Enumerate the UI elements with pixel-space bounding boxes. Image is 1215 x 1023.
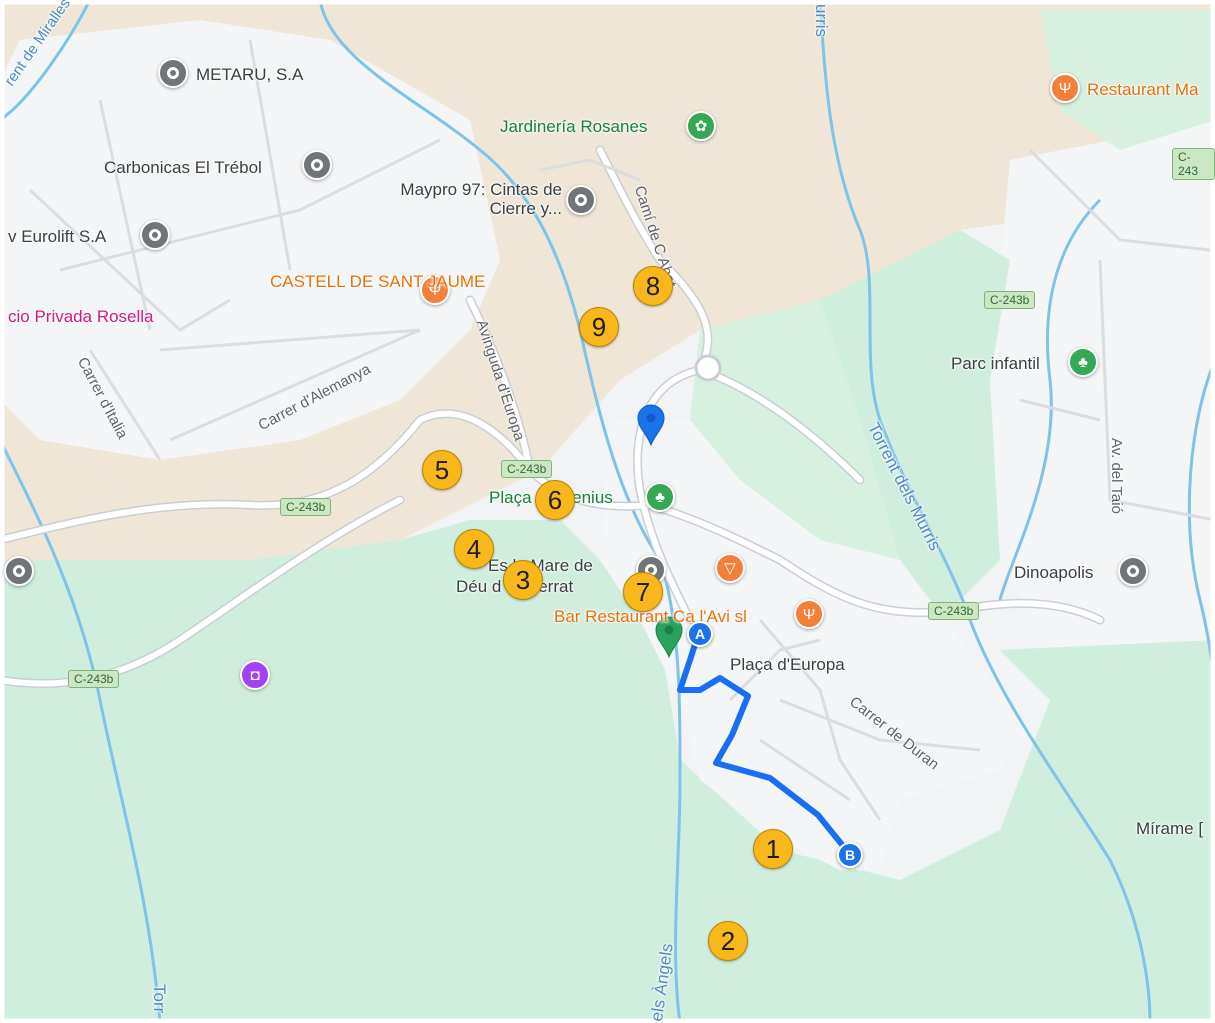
- road-shield: C-243: [1172, 148, 1215, 180]
- place-label: Dinoapolis: [1014, 563, 1094, 582]
- place-label: v Eurolift S.A: [8, 227, 107, 246]
- marker-8[interactable]: 8: [633, 266, 673, 306]
- marker-1[interactable]: 1: [753, 829, 793, 869]
- tree-icon[interactable]: ♣: [1068, 347, 1098, 377]
- route-start-marker[interactable]: A: [687, 621, 713, 647]
- place-icon-carbonicas[interactable]: [302, 150, 332, 180]
- place-icon-eurolift[interactable]: [140, 220, 170, 250]
- flower-icon[interactable]: ✿: [686, 111, 716, 141]
- restaurant-icon-castell[interactable]: Ψ: [420, 275, 450, 305]
- place-label: Bar Restaurant Ca l'Avi sl: [554, 607, 747, 626]
- restaurant-icon-bar[interactable]: Ψ: [794, 599, 824, 629]
- camera-icon[interactable]: ◘: [240, 660, 270, 690]
- place-label: CASTELL DE SANT JAUME: [270, 272, 486, 291]
- marker-2[interactable]: 2: [708, 921, 748, 961]
- blue-location-pin-icon[interactable]: [636, 404, 666, 446]
- marker-6[interactable]: 6: [535, 480, 575, 520]
- place-label: Jardinería Rosanes: [500, 117, 648, 136]
- bar-icon[interactable]: ▽: [715, 553, 745, 583]
- road-shield: C-243b: [280, 498, 332, 516]
- marker-5[interactable]: 5: [422, 450, 462, 490]
- road-shield: C-243b: [928, 602, 980, 620]
- place-label: cio Privada Rosella: [8, 307, 154, 326]
- place-icon-maypro[interactable]: [566, 185, 596, 215]
- place-icon-left[interactable]: [4, 556, 34, 586]
- street-label: Av. del Taió: [1108, 438, 1125, 514]
- marker-9[interactable]: 9: [579, 307, 619, 347]
- water-label: Torr: [150, 984, 169, 1014]
- restaurant-icon-ma[interactable]: Ψ: [1050, 73, 1080, 103]
- marker-3[interactable]: 3: [503, 560, 543, 600]
- place-label: Restaurant Ma: [1087, 80, 1199, 99]
- water-label: urris: [812, 4, 831, 38]
- place-icon-dinoapolis[interactable]: [1118, 556, 1148, 586]
- place-label: METARU, S.A: [196, 65, 304, 84]
- marker-7[interactable]: 7: [623, 572, 663, 612]
- marker-4[interactable]: 4: [454, 529, 494, 569]
- place-label: Maypro 97: Cintas de Cierre y...: [400, 180, 562, 218]
- place-label: Plaça d'Europa: [730, 655, 845, 674]
- road-shield: C-243b: [68, 670, 120, 688]
- place-label: Mírame [: [1136, 819, 1204, 838]
- green-location-pin-icon[interactable]: [654, 616, 684, 658]
- road-shield: C-243b: [984, 291, 1036, 309]
- road-shield: C-243b: [501, 460, 553, 478]
- place-label: Parc infantil: [951, 354, 1040, 373]
- place-label: Carbonicas El Trébol: [104, 158, 262, 177]
- tree-icon[interactable]: ♣: [645, 482, 675, 512]
- route-end-marker[interactable]: B: [837, 842, 863, 868]
- place-icon-metaru[interactable]: [158, 58, 188, 88]
